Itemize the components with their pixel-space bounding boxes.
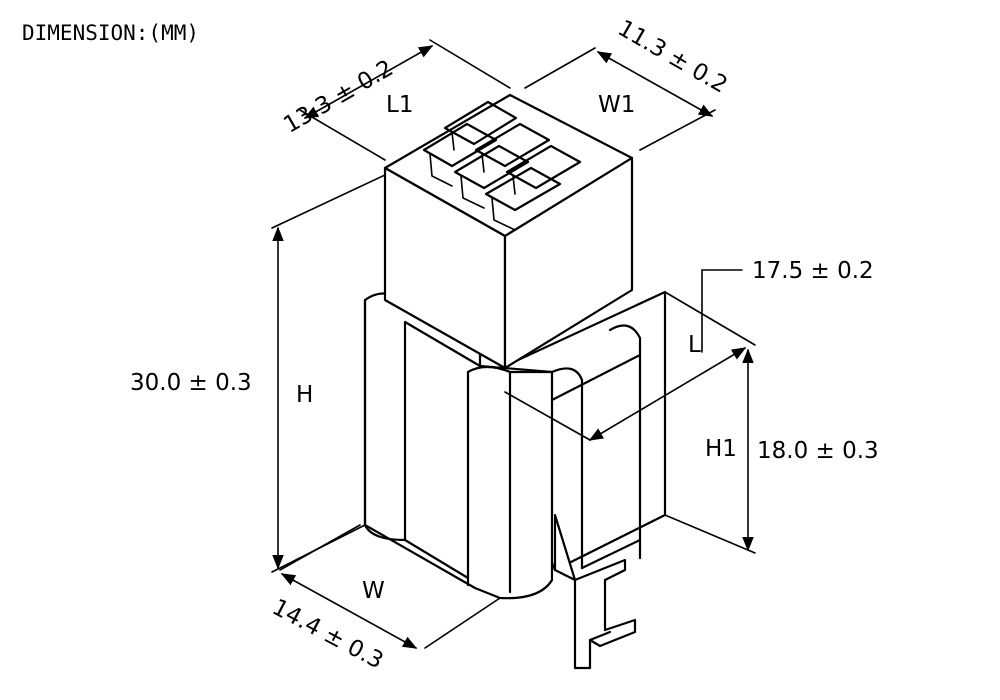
cavity-grid bbox=[422, 100, 582, 231]
dimension-label-w1: W1 bbox=[598, 92, 635, 118]
dimension-value-h: 30.0 ± 0.3 bbox=[130, 370, 252, 396]
dimension-label-l1: L1 bbox=[386, 92, 413, 118]
dimension-label-l: L bbox=[688, 332, 701, 358]
dimension-value-h1: 18.0 ± 0.3 bbox=[757, 438, 879, 464]
dimension-value-w: 14.4 ± 0.3 bbox=[268, 594, 388, 674]
dimension-value-l1: 13.3 ± 0.2 bbox=[279, 55, 397, 138]
dimension-lines bbox=[271, 39, 756, 649]
dimension-value-l: 17.5 ± 0.2 bbox=[752, 258, 874, 284]
dimension-value-w1: 11.3 ± 0.2 bbox=[613, 15, 731, 98]
dimension-label-w: W bbox=[362, 578, 385, 604]
drawing-title: DIMENSION:(MM) bbox=[22, 21, 199, 45]
dimension-label-h1: H1 bbox=[705, 436, 737, 462]
dimension-label-h: H bbox=[296, 382, 313, 408]
connector-body bbox=[363, 93, 667, 670]
